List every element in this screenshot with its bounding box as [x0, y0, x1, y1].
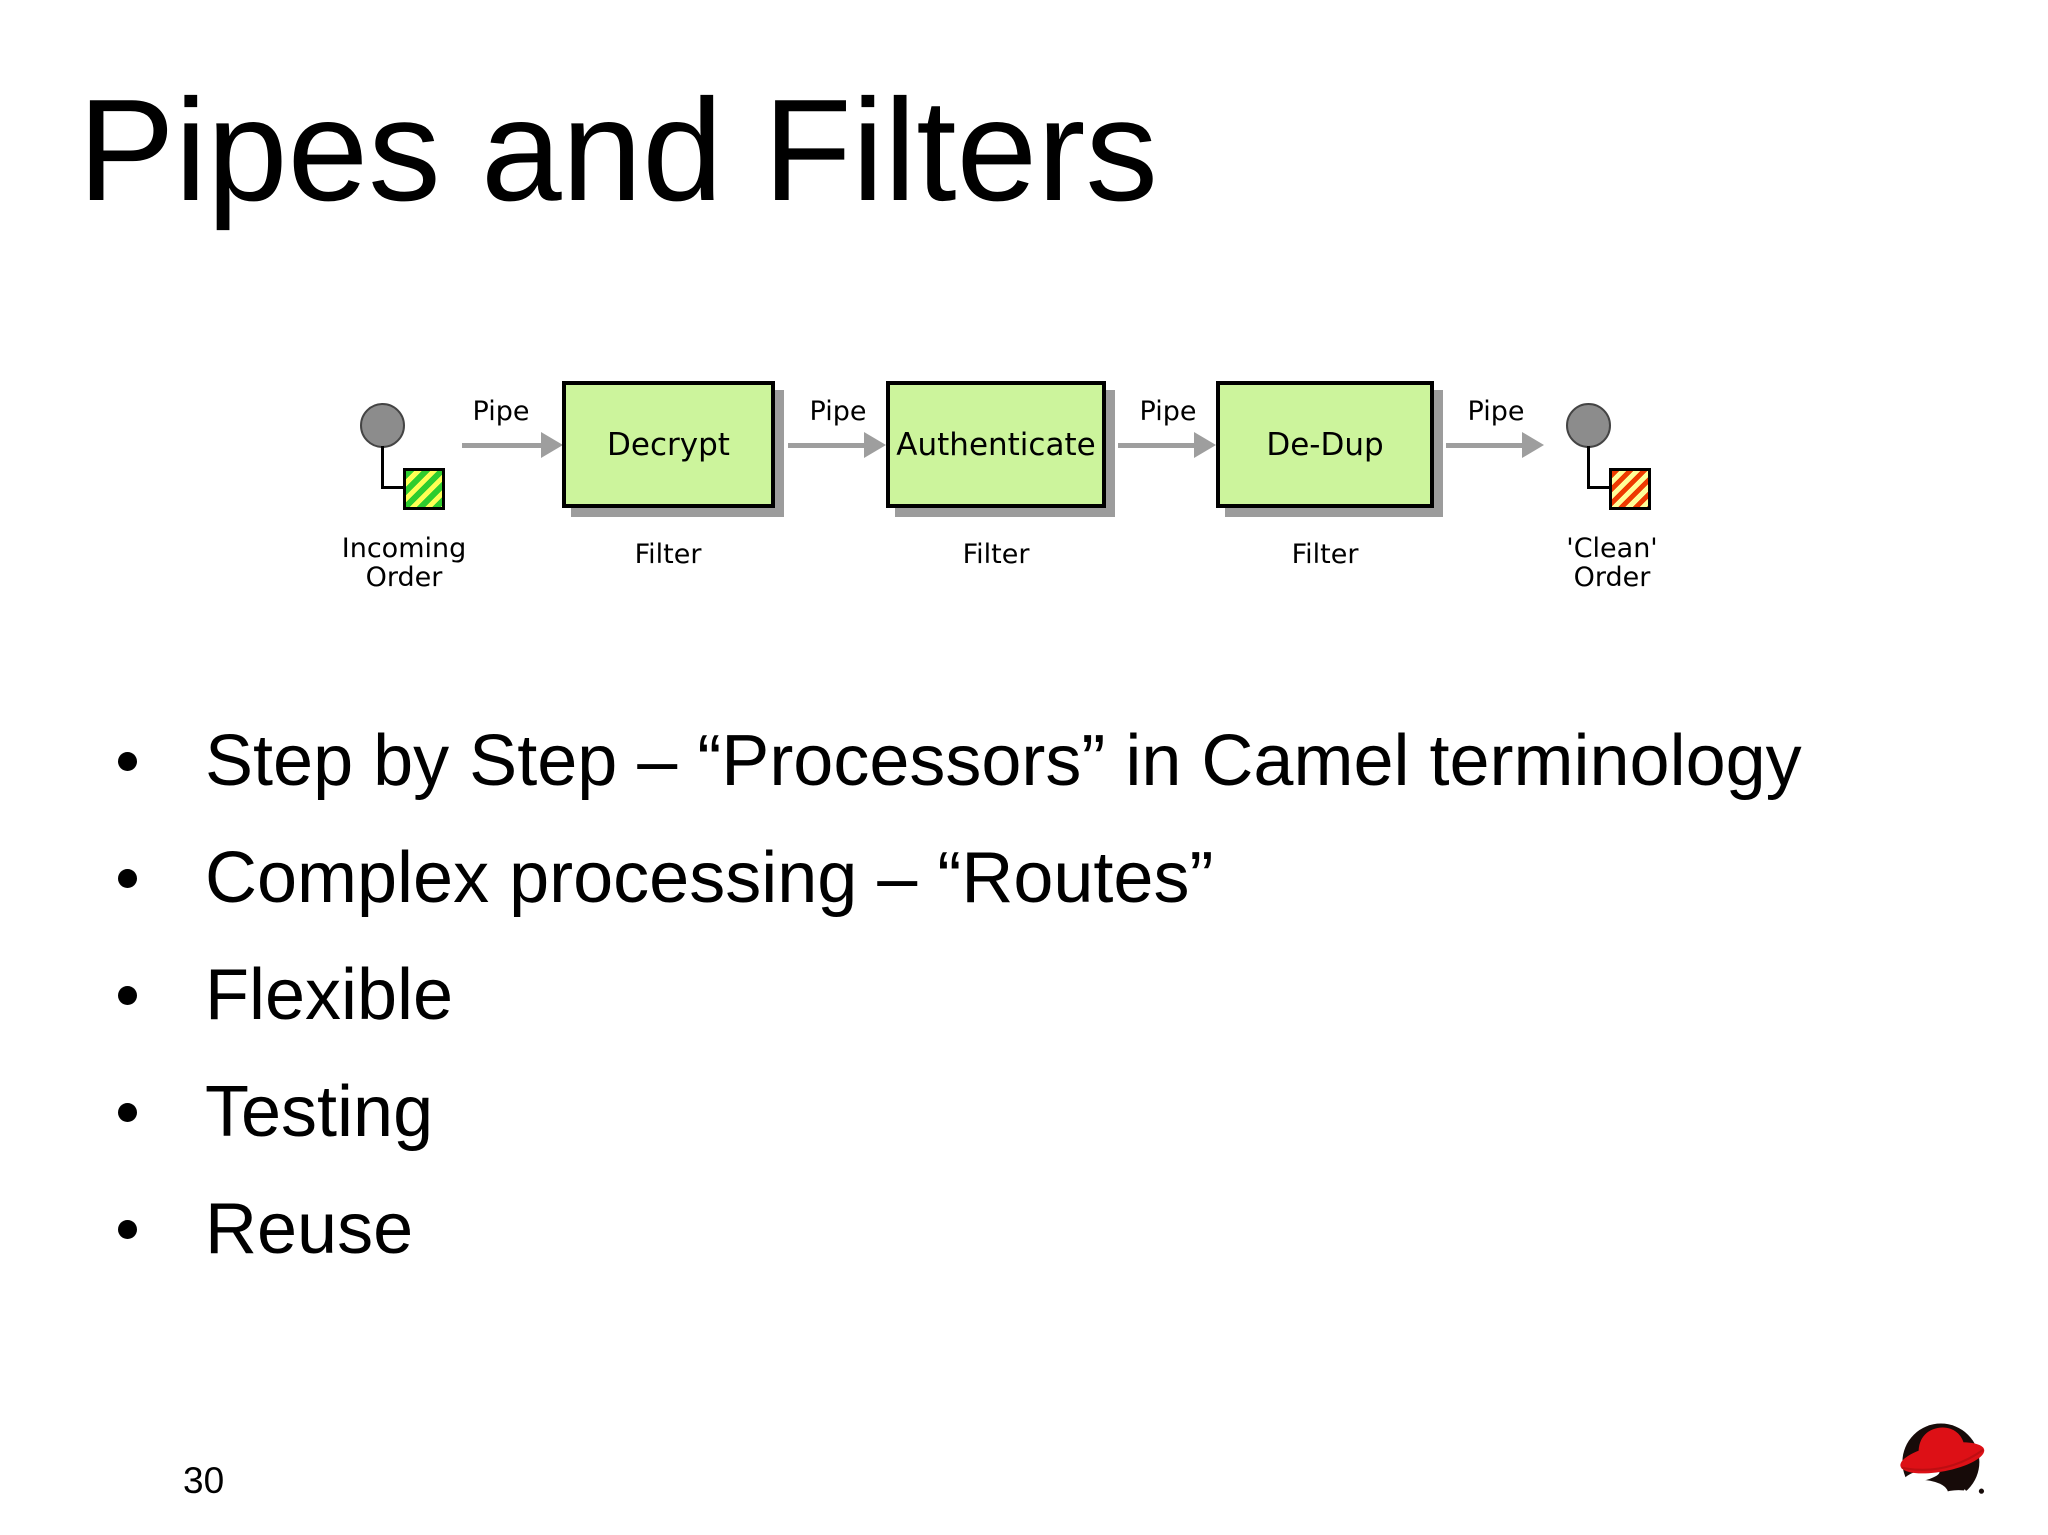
- filter-caption: Filter: [634, 539, 702, 570]
- connector-line: [381, 446, 384, 489]
- bullet-text: Testing: [205, 1071, 434, 1152]
- filter-caption: Filter: [1291, 539, 1359, 570]
- clean-order-label: 'Clean' Order: [1566, 533, 1658, 593]
- connector-line: [1587, 486, 1611, 489]
- clean-order-message-icon: [1609, 468, 1651, 510]
- filter-box-name: De-Dup: [1266, 426, 1384, 463]
- arrow-shaft: [1446, 443, 1528, 448]
- page-number: 30: [183, 1460, 225, 1501]
- pipe-arrow-icon: [1118, 430, 1216, 460]
- filter-box-authenticate: Authenticate: [886, 381, 1106, 508]
- pipe-arrow-icon: [462, 430, 563, 460]
- bullet-item: Flexible: [0, 937, 2048, 1054]
- redhat-logo-icon: [1892, 1423, 1985, 1508]
- pipe-label: Pipe: [809, 396, 867, 427]
- arrow-shaft: [788, 443, 870, 448]
- bullet-item: Step by Step – “Processors” in Camel ter…: [0, 703, 2048, 820]
- pipes-and-filters-diagram: Incoming Order Pipe Decrypt Filter Pipe …: [0, 0, 2048, 700]
- incoming-order-label-line2: Order: [365, 561, 443, 593]
- incoming-order-message-icon: [403, 468, 445, 510]
- bullet-list: Step by Step – “Processors” in Camel ter…: [0, 703, 2048, 1288]
- clean-order-label-line1: 'Clean': [1566, 533, 1658, 564]
- filter-box-decrypt: Decrypt: [562, 381, 775, 508]
- bullet-text: Complex processing – “Routes”: [205, 837, 1214, 918]
- pipe-label: Pipe: [1139, 396, 1197, 427]
- arrow-shaft: [462, 443, 547, 448]
- arrow-head: [541, 432, 563, 458]
- bullet-item: Reuse: [0, 1171, 2048, 1288]
- bullet-text: Reuse: [205, 1188, 414, 1269]
- arrow-head: [864, 432, 886, 458]
- slide-title: Pipes and Filters: [78, 69, 1158, 231]
- pipe-label: Pipe: [472, 396, 530, 427]
- filter-box-dedup: De-Dup: [1216, 381, 1434, 508]
- arrow-head: [1194, 432, 1216, 458]
- bullet-text: Step by Step – “Processors” in Camel ter…: [205, 720, 1802, 801]
- filter-caption: Filter: [962, 539, 1030, 570]
- bullet-item: Complex processing – “Routes”: [0, 820, 2048, 937]
- incoming-order-label: Incoming Order: [341, 533, 467, 593]
- clean-order-label-line2: Order: [1573, 561, 1651, 593]
- filter-box-name: Decrypt: [607, 426, 730, 463]
- pipe-label: Pipe: [1467, 396, 1525, 427]
- arrow-shaft: [1118, 443, 1200, 448]
- incoming-order-endpoint-icon: [360, 403, 405, 448]
- bullet-item: Testing: [0, 1054, 2048, 1171]
- bullet-text: Flexible: [205, 954, 454, 1035]
- arrow-head: [1522, 432, 1544, 458]
- connector-line: [381, 486, 405, 489]
- filter-box-name: Authenticate: [896, 426, 1096, 463]
- connector-line: [1587, 446, 1590, 489]
- clean-order-endpoint-icon: [1566, 403, 1611, 448]
- incoming-order-label-line1: Incoming: [341, 533, 467, 564]
- pipe-arrow-icon: [788, 430, 886, 460]
- pipe-arrow-icon: [1446, 430, 1544, 460]
